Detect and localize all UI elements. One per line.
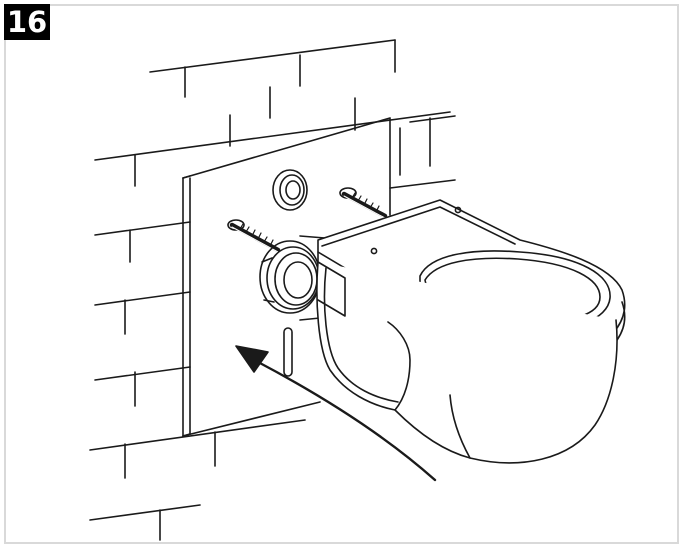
threaded-stud-left bbox=[227, 219, 281, 253]
flush-opening bbox=[272, 169, 308, 211]
toilet-bowl bbox=[316, 199, 626, 464]
threaded-stud-right bbox=[339, 187, 388, 219]
brick-wall bbox=[89, 39, 456, 541]
plate-slot bbox=[283, 327, 293, 377]
waste-connector bbox=[259, 235, 326, 321]
push-arrow-icon bbox=[235, 345, 437, 482]
mounting-plate bbox=[182, 117, 391, 437]
step-number-badge: 16 bbox=[4, 4, 50, 40]
